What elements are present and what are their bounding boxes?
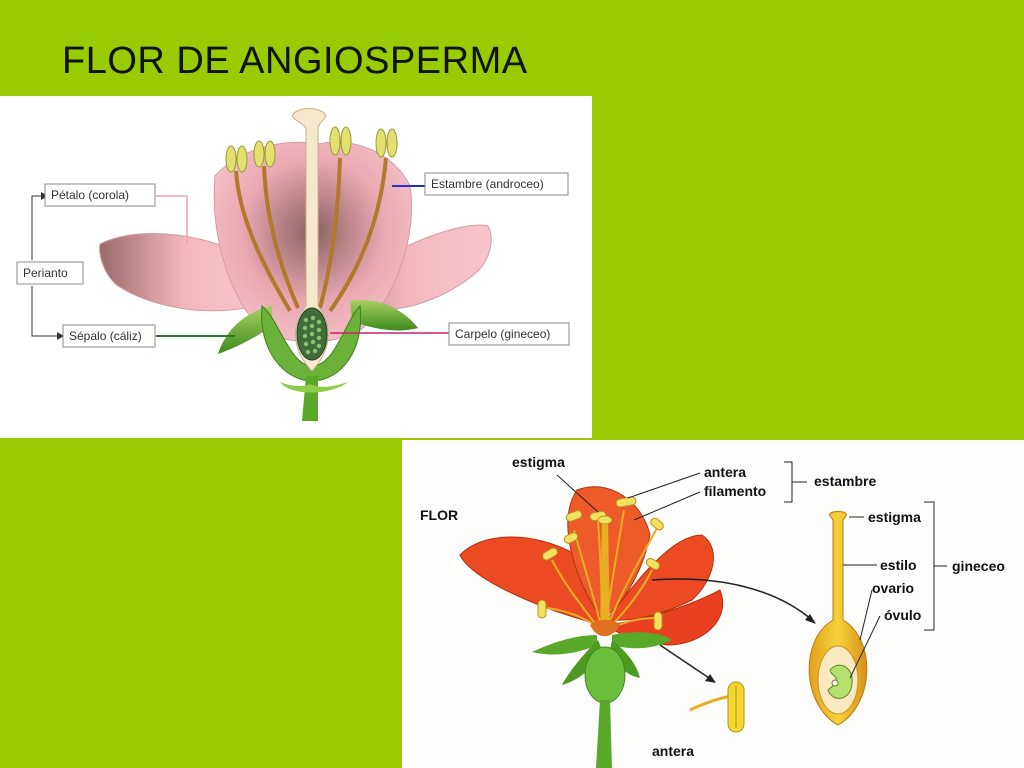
label-estilo: estilo — [880, 557, 917, 573]
label-estambre: estambre — [814, 473, 876, 489]
perianto-bracket — [31, 195, 42, 260]
receptacle — [261, 304, 362, 382]
ovules — [302, 315, 322, 355]
label-estigma: estigma — [512, 454, 565, 470]
sepal-left — [218, 306, 272, 354]
leader-petalo — [156, 195, 188, 244]
detail-ovule — [827, 664, 853, 699]
label-box-sepalo — [62, 324, 156, 348]
leader-ovario — [859, 589, 873, 641]
label-carpelo: Carpelo (gineceo) — [455, 327, 550, 341]
label-estambre: Estambre (androceo) — [431, 177, 544, 191]
leader-antera — [627, 472, 701, 499]
label-ovulo: óvulo — [884, 607, 921, 623]
sepal-right — [350, 300, 418, 331]
pistil-style — [291, 108, 329, 372]
red-petal — [567, 486, 651, 621]
small-sepals — [280, 382, 348, 393]
label-gineceo: gineceo — [952, 558, 1005, 574]
red-flower-anthers — [537, 496, 664, 631]
pink-flower-svg: Pétalo (corola) Perianto Sépalo (cáliz) … — [16, 108, 570, 421]
diagram-red-flower: FLOR — [402, 440, 1024, 768]
diagram-pink-flower: Pétalo (corola) Perianto Sépalo (cáliz) … — [0, 96, 592, 438]
label-filamento: filamento — [704, 483, 766, 499]
slide-title: FLOR DE ANGIOSPERMA — [62, 40, 528, 82]
label-box-estambre — [424, 172, 569, 196]
green-sepal — [562, 640, 602, 685]
stamen-filament — [262, 165, 300, 309]
red-flower-svg: FLOR — [420, 454, 1005, 768]
arrow-to-antera — [659, 644, 713, 681]
green-ovary — [584, 646, 626, 704]
arrow-to-pistil — [651, 578, 813, 621]
stamen-filament — [328, 157, 388, 313]
red-flower-stigma — [597, 515, 613, 525]
label-box-petalo — [44, 183, 156, 207]
detail-filament — [689, 694, 733, 712]
leader-filamento — [633, 491, 701, 521]
anther — [375, 128, 398, 158]
leader-estigma — [556, 474, 599, 513]
anther — [329, 126, 352, 156]
receptacle-orange — [590, 619, 620, 637]
label-sepalo: Sépalo (cáliz) — [69, 329, 142, 343]
arrow-head — [805, 614, 816, 624]
label-estigma-pistil: estigma — [868, 509, 921, 525]
label-perianto: Perianto — [23, 266, 68, 280]
label-ovario: ovario — [872, 580, 914, 596]
stem — [302, 376, 318, 421]
arrow-head — [57, 332, 64, 340]
green-sepal — [612, 632, 672, 649]
bracket-estambre — [784, 461, 793, 503]
label-box-carpelo — [448, 322, 570, 346]
label-petalo: Pétalo (corola) — [51, 188, 129, 202]
green-sepal — [532, 635, 597, 655]
red-flower-stem — [596, 700, 612, 768]
perianto-bracket — [31, 286, 58, 337]
anther — [225, 145, 248, 173]
bracket-gineceo — [924, 501, 935, 631]
label-box-perianto — [16, 261, 84, 285]
stamen-filament — [234, 170, 292, 312]
anther — [253, 140, 276, 168]
stamen-filament — [318, 157, 342, 309]
label-flor: FLOR — [420, 507, 458, 523]
leader-ovulo — [849, 615, 881, 679]
green-sepal — [610, 640, 640, 678]
detail-ovule-core — [831, 679, 839, 687]
label-antera: antera — [704, 464, 746, 480]
arrow-head — [705, 674, 716, 683]
red-flower-pistil — [600, 520, 610, 632]
label-antera-detail: antera — [652, 743, 694, 759]
